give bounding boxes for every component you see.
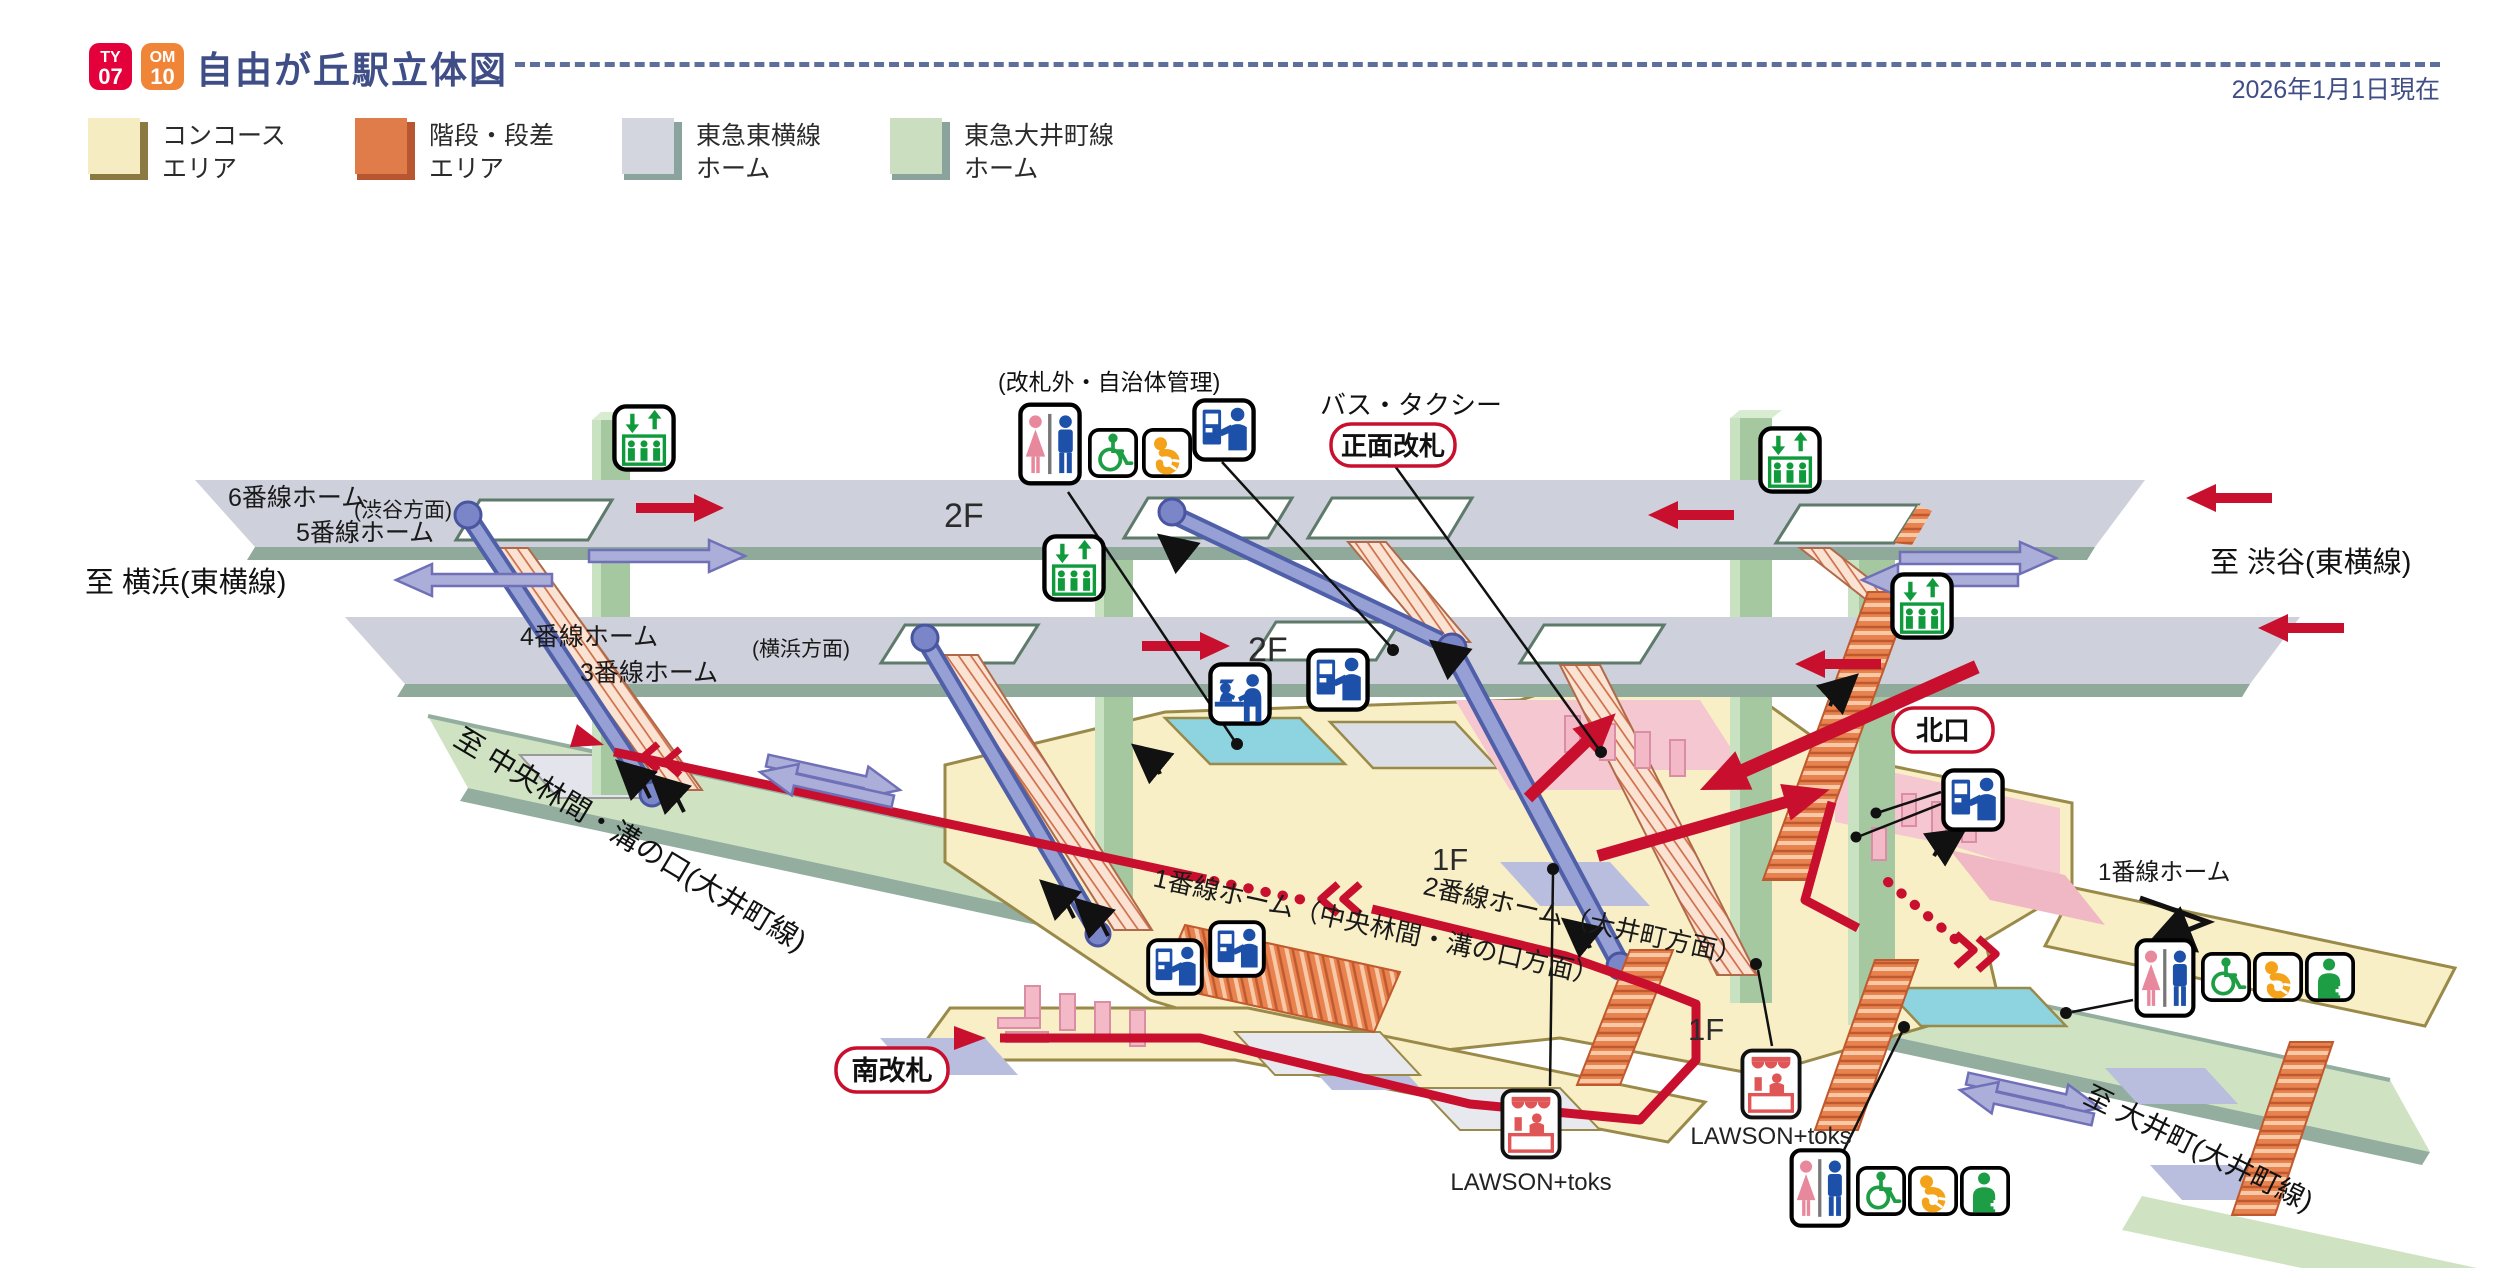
header: TY 07 OM 10 自由が丘駅立体図 2026年1月1日現在 bbox=[0, 0, 2500, 110]
legend-swatch-concourse bbox=[88, 118, 148, 180]
line-badge-om: OM 10 bbox=[141, 43, 184, 90]
arrow-oimachi-up-left bbox=[756, 762, 896, 809]
label-track3: 3番線ホーム bbox=[580, 659, 718, 687]
elevator-icon-west bbox=[614, 406, 673, 469]
page-title: 自由が丘駅立体図 bbox=[196, 50, 508, 91]
arrow-oimachi-up-right bbox=[1956, 1080, 2096, 1127]
platform-arrow-2f-upper-left2 bbox=[2186, 484, 2272, 512]
pillar-2 bbox=[1095, 545, 1133, 905]
ticket-machine-icon-north bbox=[1943, 770, 2002, 829]
title-divider bbox=[515, 62, 2440, 67]
baby-icon-south bbox=[1910, 1168, 1956, 1214]
arrow-toyoko-east-right bbox=[1898, 540, 2060, 576]
svg-text:南改札: 南改札 bbox=[852, 1056, 933, 1086]
staircase-oimachi-mid bbox=[1813, 959, 1920, 1131]
south-gate-machines bbox=[997, 985, 1146, 1047]
label-track6: 6番線ホーム bbox=[228, 484, 366, 512]
label-outside-gate-note: (改札外・自治体管理) bbox=[998, 369, 1220, 395]
label-to-yokohama: 至 横浜(東横線) bbox=[85, 566, 286, 599]
escalator-center-upper bbox=[1157, 497, 1445, 650]
platform-arrow-2f-lower-left1 bbox=[1795, 650, 1881, 678]
label-track6-dir: (渋谷方面) bbox=[354, 499, 452, 522]
ticket-machine-icon-south-2 bbox=[1208, 920, 1266, 978]
legend-label-concourse: コンコースエリア bbox=[162, 122, 286, 183]
multipurpose-room-icon-south bbox=[1960, 1166, 2010, 1216]
annotations: (改札外・自治体管理) バス・タクシー 正面改札 北口 南改札 LAWSON+t… bbox=[834, 369, 1995, 1196]
platform-arrow-2f-upper-right bbox=[636, 494, 724, 522]
ticket-machine-icon-top bbox=[1194, 400, 1253, 459]
arrow-toyoko-west-lower bbox=[392, 562, 554, 598]
legend-label-stairs: 階段・段差エリア bbox=[429, 122, 555, 183]
label-track4-dir: (横浜方面) bbox=[752, 638, 850, 661]
wheelchair-icon-east bbox=[2201, 952, 2251, 1002]
route-arrows bbox=[569, 484, 2344, 1050]
south-gate-badge: 南改札 bbox=[834, 1046, 950, 1094]
label-2f-upper: 2F bbox=[944, 497, 984, 535]
restroom-area-oimachi bbox=[1882, 986, 2069, 1028]
platform-arrow-2f-upper-left1 bbox=[1648, 501, 1734, 529]
stair-direction-arrows bbox=[615, 533, 1968, 959]
badge-om-line: OM bbox=[150, 49, 176, 66]
concourse-up-arrow bbox=[1523, 713, 1616, 803]
elevator-icon-east-lower bbox=[1892, 574, 1951, 637]
stair-band-west-2 bbox=[938, 654, 1154, 931]
wheelchair-icon-south bbox=[1856, 1166, 1906, 1216]
baby-icon-east bbox=[2255, 954, 2301, 1000]
badge-ty-num: 07 bbox=[98, 64, 122, 89]
label-track4: 4番線ホーム bbox=[520, 623, 658, 651]
platform-arrow-2f-lower-right bbox=[1142, 632, 1230, 660]
date-note: 2026年1月1日現在 bbox=[2231, 76, 2440, 104]
line-badge-ty: TY 07 bbox=[89, 43, 132, 90]
multipurpose-room-icon-east bbox=[2305, 952, 2355, 1002]
north-gate-ramp bbox=[1950, 850, 2105, 925]
north-exit-arrow bbox=[1596, 783, 1830, 862]
pointer-lines bbox=[1066, 461, 2216, 1151]
toilet-icon-south bbox=[1792, 1150, 1849, 1225]
floor-piece-lavender-4 bbox=[2105, 1068, 2238, 1104]
escalator-west bbox=[453, 500, 666, 808]
baby-icon-outside-gate bbox=[1144, 430, 1190, 476]
wheelchair-icon-outside-gate bbox=[1088, 428, 1138, 478]
ticket-machine-icon-south-1 bbox=[1146, 938, 1204, 996]
label-track1-right: 1番線ホーム bbox=[2098, 859, 2231, 886]
walkway-chevron-arrow bbox=[2139, 895, 2216, 953]
lawson-kiosk-icon-south bbox=[1500, 1088, 1562, 1160]
staircase-oimachi-east bbox=[2230, 1041, 2335, 1216]
label-to-shibuya: 至 渋谷(東横線) bbox=[2210, 546, 2411, 579]
oimachi-platform-edge-bottom-right bbox=[2122, 1196, 2500, 1268]
badge-om-num: 10 bbox=[150, 64, 174, 89]
toilet-icon-outside-gate bbox=[1020, 405, 1079, 484]
label-lawson-south: LAWSON+toks bbox=[1450, 1169, 1611, 1196]
legend-swatch-toyoko bbox=[622, 118, 682, 180]
toilet-icon-east bbox=[2137, 940, 2194, 1015]
svg-text:正面改札: 正面改札 bbox=[1341, 431, 1445, 461]
floor-piece-white-1 bbox=[1232, 1031, 1423, 1076]
ticket-machine-icon-center bbox=[1308, 650, 1367, 709]
label-1f-center: 1F bbox=[1432, 842, 1468, 877]
legend-swatch-oimachi bbox=[890, 118, 950, 180]
front-gate-badge: 正面改札 bbox=[1329, 422, 1457, 468]
platform-arrow-2f-lower-left2 bbox=[2258, 614, 2344, 642]
concourse-wide-arrow bbox=[1700, 660, 1980, 790]
lawson-kiosk-icon-right bbox=[1740, 1048, 1802, 1120]
legend: コンコースエリア 階段・段差エリア 東急東横線ホーム 東急大井町線ホーム bbox=[0, 112, 1300, 202]
label-1f-right: 1F bbox=[1688, 1012, 1724, 1047]
legend-label-oimachi: 東急大井町線ホーム bbox=[964, 122, 1115, 183]
legend-label-toyoko: 東急東横線ホーム bbox=[696, 122, 822, 183]
label-bus-taxi: バス・タクシー bbox=[1320, 390, 1502, 420]
badge-ty-line: TY bbox=[100, 49, 121, 66]
elevator-icon-east-upper bbox=[1760, 428, 1819, 491]
label-lawson-right: LAWSON+toks bbox=[1690, 1123, 1851, 1150]
legend-swatch-stairs bbox=[355, 118, 415, 180]
staffed-gate-icon bbox=[1210, 664, 1269, 723]
svg-text:北口: 北口 bbox=[1916, 716, 1970, 746]
stairs-top-east bbox=[1894, 505, 1932, 545]
label-track5: 5番線ホーム bbox=[296, 519, 434, 547]
route-lines bbox=[613, 741, 2000, 1125]
arrow-toyoko-east-upper bbox=[587, 538, 749, 574]
elevator-icon-center bbox=[1044, 536, 1103, 599]
north-gate-badge: 北口 bbox=[1891, 706, 1995, 754]
